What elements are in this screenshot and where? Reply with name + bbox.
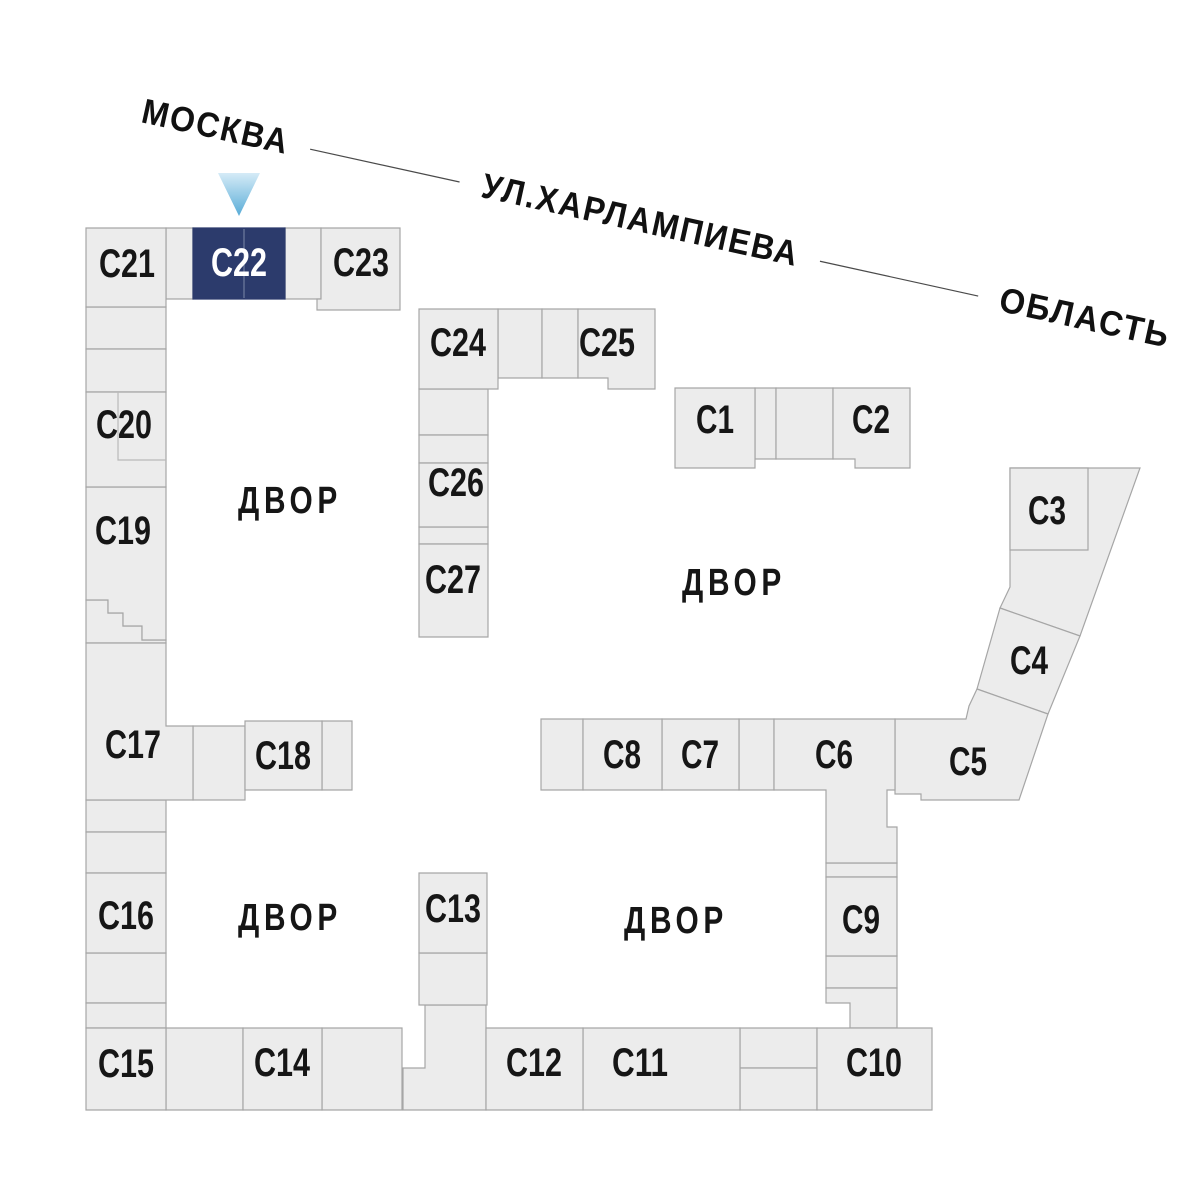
block-c19[interactable] [85, 486, 167, 641]
annex-block [284, 227, 322, 300]
block-label-c14: С14 [254, 1041, 311, 1085]
annex-block [739, 1027, 818, 1069]
annex-block [418, 526, 489, 545]
block-c2[interactable] [832, 387, 911, 469]
block-c5[interactable] [894, 688, 1049, 801]
annex-block [85, 1002, 167, 1029]
annex-block [775, 387, 834, 460]
block-label-c10: С10 [846, 1041, 902, 1085]
courtyard-label-top-left: ДВОР [238, 480, 342, 522]
block-c21[interactable] [85, 227, 167, 308]
block-c1[interactable] [674, 387, 756, 469]
block-label-c19: С19 [95, 509, 151, 553]
block-label-c3: С3 [1028, 489, 1066, 533]
block-label-c1: С1 [696, 398, 734, 442]
block-label-c18: С18 [255, 734, 311, 778]
block-c22-selected[interactable] [192, 227, 286, 300]
block-c20[interactable] [85, 391, 167, 488]
annex-block [754, 387, 777, 460]
annex-block [497, 308, 543, 379]
block-label-c9: С9 [842, 898, 880, 942]
block-c3[interactable] [1009, 467, 1089, 551]
annex-block [402, 1004, 487, 1111]
annex-block [321, 720, 353, 791]
block-c8[interactable] [582, 718, 663, 791]
block-label-c6: С6 [815, 733, 853, 777]
selected-block-marker-icon [218, 173, 260, 216]
courtyard-label-bottom-right: ДВОР [624, 900, 728, 942]
block-label-c11: С11 [612, 1041, 668, 1085]
block-c14[interactable] [242, 1027, 323, 1111]
block-c17[interactable] [85, 642, 194, 801]
block-c16[interactable] [85, 872, 167, 954]
block-label-c8: С8 [603, 733, 641, 777]
block-label-c12: С12 [506, 1041, 562, 1085]
block-label-c27: С27 [425, 558, 481, 602]
annex-block [85, 348, 167, 393]
annex-block [738, 718, 775, 791]
block-label-c23: С23 [333, 241, 389, 285]
block-c6[interactable] [773, 718, 898, 864]
annex-block [541, 308, 579, 379]
block-c13[interactable] [418, 872, 488, 954]
annex-block [192, 725, 246, 801]
block-c18[interactable] [244, 720, 323, 791]
annex-block [739, 1067, 818, 1111]
block-label-c20: С20 [96, 403, 152, 447]
street-connector-line [310, 148, 460, 183]
block-c10[interactable] [816, 1027, 933, 1111]
block-label-c7: С7 [681, 733, 719, 777]
annex-block [825, 987, 898, 1029]
courtyard-label-bottom-left: ДВОР [238, 897, 342, 939]
annex-block [540, 718, 584, 791]
block-label-c5: С5 [949, 740, 987, 784]
street-annotation: МОСКВА УЛ.ХАРЛАМПИЕВА ОБЛАСТЬ [138, 92, 1174, 356]
street-label-oblast: ОБЛАСТЬ [996, 280, 1174, 355]
block-label-c13: С13 [425, 887, 481, 931]
annex-block [418, 434, 489, 464]
street-connector-line [819, 260, 979, 297]
block-label-c22: С22 [211, 241, 267, 285]
annex-block [85, 831, 167, 874]
block-c15[interactable] [85, 1027, 167, 1111]
annex-block [85, 799, 167, 833]
courtyard-label-top-right: ДВОР [682, 562, 786, 604]
annex-block [418, 952, 488, 1006]
block-label-c21: С21 [99, 242, 155, 286]
block-c25[interactable] [577, 308, 656, 390]
annex-block [165, 1027, 244, 1111]
block-label-c4: С4 [1010, 639, 1049, 683]
block-label-c16: С16 [98, 894, 154, 938]
annex-block [85, 952, 167, 1004]
block-c27[interactable] [418, 543, 489, 638]
block-label-c15: С15 [98, 1042, 154, 1086]
block-c9[interactable] [825, 876, 898, 957]
street-label-kharlampieva: УЛ.ХАРЛАМПИЕВА [478, 166, 803, 274]
annex-block [321, 1027, 403, 1111]
annex-block [825, 955, 898, 989]
block-label-c24: С24 [430, 321, 487, 365]
block-label-c26: С26 [428, 461, 484, 505]
annex-block [825, 862, 898, 878]
block-c20-section-divider [117, 392, 166, 461]
annex-block [418, 388, 489, 436]
annex-block [85, 306, 167, 350]
street-label-moskva: МОСКВА [138, 92, 293, 162]
block-label-c2: С2 [852, 398, 890, 442]
block-c23[interactable] [316, 227, 401, 311]
annex-block [165, 227, 194, 300]
block-c12[interactable] [485, 1027, 584, 1111]
block-c24[interactable] [418, 308, 499, 390]
block-label-c17: С17 [105, 723, 161, 767]
block-c26[interactable] [418, 462, 489, 528]
block-label-c25: С25 [579, 321, 635, 365]
